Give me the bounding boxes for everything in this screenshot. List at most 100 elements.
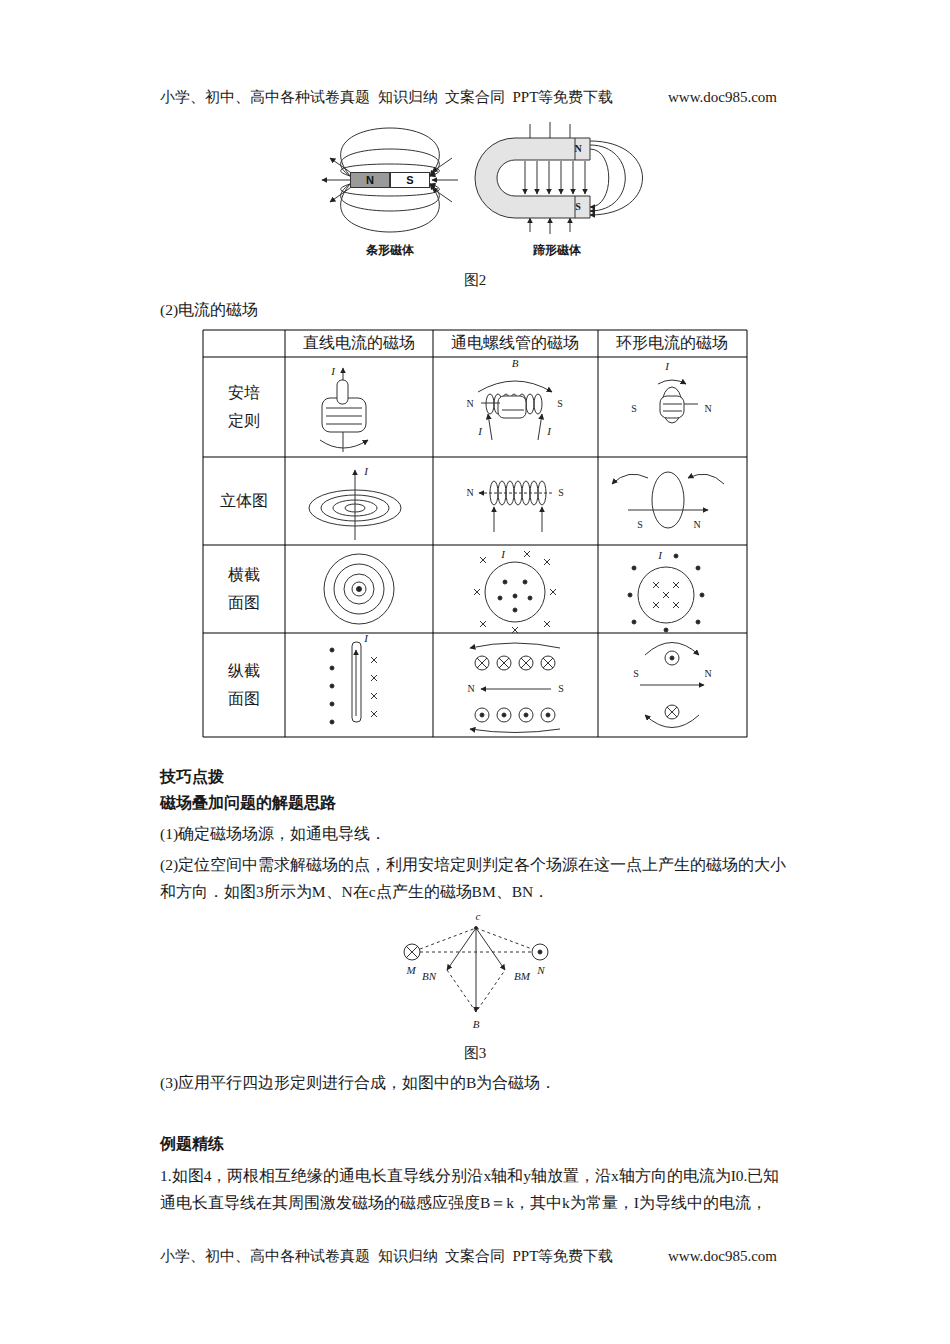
- straight-field-3d: [309, 470, 401, 540]
- bar-magnet-field: [432, 180, 458, 181]
- site-url: www.doc985.com: [668, 88, 777, 106]
- horseshoe-field: [561, 161, 562, 194]
- body-text: (1)确定磁场场源，如通电导线．: [160, 825, 386, 844]
- ring-longitudinal: [645, 715, 699, 728]
- horseshoe-field: [550, 218, 551, 234]
- straight-longitudinal: [330, 648, 334, 652]
- pole-letter: S: [631, 403, 637, 415]
- solenoid-3d: [479, 481, 552, 532]
- bar-magnet-field: [330, 188, 350, 202]
- right-hand-solenoid: [498, 396, 526, 418]
- bar-magnet-field: [341, 128, 440, 176]
- row-header: 横截 面图: [227, 561, 261, 617]
- right-hand-straight: [320, 368, 368, 452]
- magnet-pole-s: S: [390, 172, 430, 188]
- bar-magnet-field: [322, 180, 350, 181]
- horseshoe-field: [590, 141, 643, 215]
- superposition-figure: [532, 944, 548, 960]
- right-hand-ring: [660, 396, 684, 418]
- ring-cross-section: [700, 593, 704, 597]
- page-footer: 小学、初中、高中各种试卷真题 知识归纳 文案合同 PPT等免费下载: [160, 1247, 613, 1265]
- solenoid-cross-section: [513, 594, 517, 598]
- ring-cross-section: [628, 593, 632, 597]
- figure-label: 条形磁体: [366, 243, 414, 257]
- ring-field-3d: [612, 474, 648, 484]
- current-label: I: [658, 549, 662, 562]
- solenoid-longitudinal: [546, 713, 550, 717]
- figure-caption: 图3: [464, 1044, 487, 1062]
- superposition-figure: [404, 944, 420, 960]
- horseshoe-field: [530, 218, 531, 232]
- wire-label: M: [406, 964, 415, 977]
- right-hand-solenoid: [481, 403, 524, 410]
- ring-longitudinal: [667, 707, 677, 717]
- vector-label: BN: [422, 970, 436, 983]
- row-header: 安培 定则: [227, 379, 261, 435]
- bar-magnet-field: [432, 158, 452, 172]
- solenoid-longitudinal: [497, 708, 511, 722]
- ring-field-3d: [652, 472, 684, 528]
- table-grid: [203, 330, 747, 737]
- pole-letter: N: [704, 403, 711, 415]
- superposition-figure: [406, 946, 418, 958]
- bar-magnet-field: [432, 188, 452, 202]
- pole-letter: N: [466, 398, 473, 410]
- superposition-figure: [475, 927, 478, 930]
- horseshoe-field: [537, 161, 538, 194]
- pole-letter: S: [633, 668, 639, 680]
- solenoid-cross-section: [528, 596, 532, 600]
- solenoid-longitudinal: [481, 689, 551, 690]
- vector-label: B: [473, 1018, 480, 1031]
- ring-field-3d: [628, 510, 708, 511]
- pole-letter: N: [466, 487, 473, 499]
- horseshoe-magnet: [475, 138, 590, 218]
- horseshoe-field: [549, 161, 550, 194]
- right-hand-solenoid: [534, 394, 542, 414]
- section-heading: 技巧点拨: [160, 768, 224, 787]
- section-heading: 例题精练: [160, 1135, 224, 1154]
- section-heading: 磁场叠加问题的解题思路: [160, 794, 336, 813]
- pole-letter: N: [467, 683, 474, 695]
- right-hand-solenoid: [526, 394, 534, 414]
- solenoid-3d: [542, 507, 543, 532]
- solenoid-longitudinal: [475, 708, 489, 722]
- current-label: I: [547, 425, 551, 438]
- ring-cross-section: [674, 554, 678, 558]
- pole-letter: S: [575, 201, 581, 213]
- ring-cross-section: [664, 628, 668, 632]
- table-header: 通电螺线管的磁场: [451, 334, 579, 353]
- superposition-figure: [476, 928, 505, 970]
- figure-label: 蹄形磁体: [533, 243, 581, 257]
- bar-magnet-field: [330, 158, 350, 172]
- solenoid-longitudinal: [470, 643, 560, 733]
- current-label: I: [665, 360, 669, 373]
- ring-cross-section: [696, 620, 700, 624]
- superposition-figure: [476, 928, 477, 1012]
- ring-cross-section: [638, 567, 694, 623]
- bar-magnet-field: [322, 128, 458, 232]
- solenoid-longitudinal: [470, 643, 560, 648]
- ring-longitudinal: [665, 705, 679, 719]
- horseshoe-field: [550, 122, 551, 138]
- figure-caption: 图2: [464, 271, 487, 289]
- ring-field-3d: [688, 474, 724, 484]
- magnet-pole-n: N: [350, 172, 390, 188]
- pole-letter: S: [557, 398, 563, 410]
- ring-longitudinal: [645, 643, 699, 656]
- wire-label: N: [537, 964, 544, 977]
- right-hand-ring: [684, 404, 698, 405]
- ring-longitudinal: [665, 651, 679, 665]
- pole-letter: S: [406, 174, 413, 186]
- pole-letter: S: [558, 683, 564, 695]
- site-url: www.doc985.com: [668, 1247, 777, 1265]
- point-label: c: [476, 910, 481, 923]
- straight-cross-section: [324, 554, 394, 624]
- solenoid-longitudinal: [477, 658, 553, 668]
- table-grid: [203, 330, 747, 737]
- pole-letter: S: [558, 487, 564, 499]
- pole-letter: N: [366, 174, 374, 186]
- row-header: 纵截 面图: [227, 657, 261, 713]
- solenoid-cross-section: [474, 551, 556, 633]
- horseshoe-field: [530, 124, 531, 138]
